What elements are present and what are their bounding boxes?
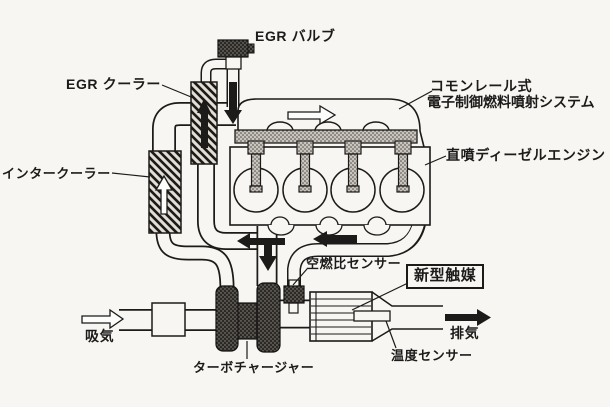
injector [394, 140, 412, 193]
exhaust-label: 排気 [450, 325, 480, 341]
turbo-turbine-drum [256, 282, 281, 353]
air-cleaner-box [151, 302, 186, 337]
leader-intercooler [111, 172, 151, 178]
catalyst [309, 291, 391, 342]
pipe-exhaust-manifold-sweep [287, 220, 426, 290]
turbocharger-label: ターボチャージャー [193, 360, 315, 375]
valve-cover-bumps [266, 121, 390, 132]
block-bottom-scallops [267, 216, 391, 236]
leader-engine [424, 155, 447, 166]
leader-lines [111, 84, 447, 359]
afr-sensor-label: 空燃比センサー [306, 256, 402, 271]
leader-egr-cooler [161, 84, 197, 100]
injector [247, 140, 265, 193]
turbocharger [215, 282, 281, 353]
egr-cooler-up-arrow-icon [197, 99, 211, 148]
egr-cooler-label: EGR クーラー [66, 76, 162, 92]
leader-temp-sensor [385, 320, 397, 349]
temp-sensor-label: 温度センサー [391, 348, 473, 363]
intake-flow-arrow-icon [287, 104, 337, 126]
egr-valve-label: EGR バルブ [255, 28, 336, 44]
engine-label: 直噴ディーゼルエンジン [446, 147, 606, 163]
intake-duct-to-engine [152, 102, 237, 155]
turbo-center-housing [235, 302, 259, 340]
intake-label: 吸気 [85, 328, 115, 344]
exhaust-split-arrow-icon [237, 233, 285, 271]
common-rail-label-line2: 電子制御燃料噴射システム [427, 94, 595, 110]
fuel-injectors [247, 140, 412, 193]
exhaust-right-arrow-icon [445, 309, 491, 326]
pipe-intercooler-to-compressor [155, 230, 235, 289]
pipe-egr-cooler-to-valve [200, 58, 229, 86]
leader-common-rail [398, 90, 433, 110]
egr-valve [217, 39, 255, 70]
intake-arrow-icon [81, 308, 125, 330]
leader-afr-sensor [292, 268, 308, 286]
common-rail-label-line1: コモンレール式 [430, 78, 533, 94]
egr-down-arrow-icon [224, 82, 242, 124]
injector [296, 140, 314, 193]
new-catalyst-label-box: 新型触媒 [406, 264, 485, 289]
turbo-compressor-drum [215, 285, 239, 352]
injector [344, 140, 362, 193]
new-catalyst-label: 新型触媒 [414, 267, 477, 284]
intercooler-up-arrow-icon [154, 174, 174, 215]
pipe-egr-cooler-to-exhaust [197, 160, 263, 250]
temp-sensor-probe [353, 310, 391, 322]
intercooler-label: インタークーラー [2, 166, 111, 181]
afr-sensor [283, 279, 305, 314]
common-rail [234, 129, 418, 144]
leader-catalyst [351, 282, 409, 311]
intercooler [148, 150, 182, 234]
exhaust-left-arrow-icon [313, 231, 357, 247]
